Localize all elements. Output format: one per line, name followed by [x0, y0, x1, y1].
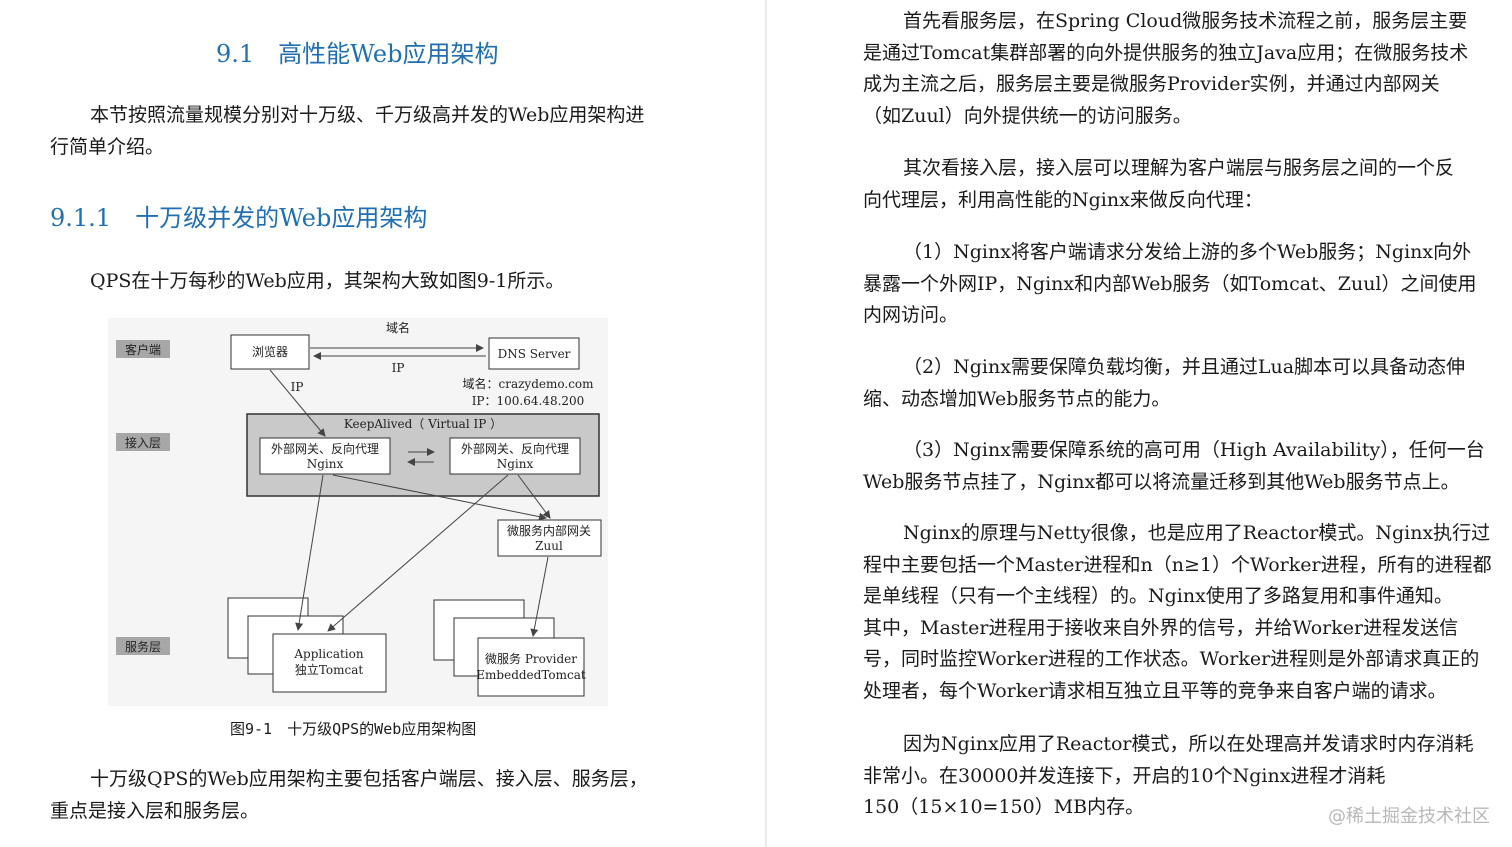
text-line: 其中，Master进程用于接收来自外界的信号，并给Worker进程发送信 [863, 616, 1459, 639]
zuul-to-ms-arrow [530, 556, 549, 637]
summary-paragraph: 十万级QPS的Web应用架构主要包括客户端层、接入层、服务层， 重点是接入层和服… [50, 764, 648, 827]
nginx-right-to-app-arrow [327, 474, 509, 632]
domain-info: 域名：crazydemo.com [462, 376, 594, 391]
left-page: 9.1 高性能Web应用架构 本节按照流量规模分别对十万级、千万级高并发的Web… [50, 40, 648, 827]
paragraph-nginx-principle: Nginx的原理与Netty很像，也是应用了Reactor模式。Nginx执行过… [863, 518, 1492, 707]
dns-server-label: DNS Server [498, 347, 571, 361]
zuul-title: 微服务内部网关 [507, 523, 591, 538]
text-line: 是单线程（只有一个主线程）的。Nginx使用了多路复用和事件通知。 [863, 585, 1453, 607]
nginx-left-title: 外部网关、反向代理 [271, 441, 379, 456]
intro-paragraph: 本节按照流量规模分别对十万级、千万级高并发的Web应用架构进 行简单介绍。 [50, 100, 644, 163]
microservice-box [477, 637, 585, 697]
text-line: Web服务节点挂了，Nginx都可以将流量迁移到其他Web服务节点上。 [863, 470, 1460, 493]
ip-info: IP：100.64.48.200 [472, 394, 585, 408]
text-line: 本节按照流量规模分别对十万级、千万级高并发的Web应用架构进 [90, 104, 645, 126]
nginx-left-to-zuul-arrow [332, 474, 547, 521]
paragraph-point-3: （3）Nginx需要保障系统的高可用（High Availability），任何… [863, 435, 1485, 498]
ms-line1: 微服务 Provider [485, 651, 577, 666]
browser-box [230, 334, 310, 370]
text-line: 内网访问。 [863, 304, 959, 326]
text-line: 非常小。在30000并发连接下，开启的10个Nginx进程才消耗 [863, 764, 1386, 787]
browser-to-nginx-arrow [269, 369, 326, 437]
text-line: 缩、动态增加Web服务节点的能力。 [863, 387, 1171, 410]
dns-server-box [488, 337, 580, 370]
text-line: 向代理层，利用高性能的Nginx来做反向代理： [863, 188, 1263, 211]
nginx-box-right [449, 437, 581, 475]
text-line: （2）Nginx需要保障负载均衡，并且通过Lua脚本可以具备动态伸 [903, 356, 1466, 378]
paragraph-access-layer: 其次看接入层，接入层可以理解为客户端层与服务层之间的一个反 向代理层，利用高性能… [863, 153, 1454, 216]
browser-label: 浏览器 [252, 344, 288, 359]
app-line2: 独立Tomcat [295, 662, 364, 677]
paragraph-memory: 因为Nginx应用了Reactor模式，所以在处理高并发请求时内存消耗 非常小。… [863, 729, 1474, 824]
subsection-title: 9.1.1 十万级并发的Web应用架构 [50, 204, 428, 232]
text-line: （如Zuul）向外提供统一的访问服务。 [863, 104, 1192, 127]
text-line: 其次看接入层，接入层可以理解为客户端层与服务层之间的一个反 [903, 157, 1455, 179]
layer-tag-service [116, 637, 170, 655]
paragraph-point-2: （2）Nginx需要保障负载均衡，并且通过Lua脚本可以具备动态伸 缩、动态增加… [863, 352, 1465, 415]
zuul-box [497, 519, 602, 557]
paragraph-point-1: （1）Nginx将客户端请求分发给上游的多个Web服务；Nginx向外 暴露一个… [863, 237, 1477, 332]
text-line: 处理者，每个Worker请求相互独立且平等的竞争来自客户端的请求。 [863, 679, 1447, 702]
nginx-to-app-arrow [295, 474, 324, 631]
right-page: 首先看服务层，在Spring Cloud微服务技术流程之前，服务层主要 是通过T… [767, 0, 1512, 847]
paragraph-service-layer: 首先看服务层，在Spring Cloud微服务技术流程之前，服务层主要 是通过T… [863, 6, 1468, 132]
section-title: 9.1 高性能Web应用架构 [216, 40, 499, 68]
text-line: 重点是接入层和服务层。 [50, 799, 260, 822]
nginx-box-left [259, 437, 391, 475]
layer-tag-client [116, 340, 170, 358]
keepalived-label: KeepAlived（ Virtual IP ） [344, 417, 502, 431]
text-line: 号，同时监控Worker进程的工作状态。Worker进程则是外部请求真正的 [863, 648, 1480, 670]
text-line: 程中主要包括一个Master进程和n（n≥1）个Worker进程，所有的进程都 [863, 553, 1492, 576]
application-box [272, 633, 387, 693]
page-divider [765, 0, 767, 847]
nginx-right-to-zuul-arrow [517, 474, 551, 519]
text-line: （3）Nginx需要保障系统的高可用（High Availability），任何… [903, 439, 1485, 461]
text-line: 暴露一个外网IP，Nginx和内部Web服务（如Tomcat、Zuul）之间使用 [863, 272, 1477, 295]
text-line: 首先看服务层，在Spring Cloud微服务技术流程之前，服务层主要 [903, 10, 1468, 32]
zuul-label: Zuul [535, 539, 563, 553]
domain-arrow-label: 域名 [386, 320, 410, 335]
text-line: 十万级QPS的Web应用架构主要包括客户端层、接入层、服务层， [90, 768, 648, 790]
architecture-diagram: 客户端 接入层 服务层 浏览器 DNS Server 域名 IP IP 域名：c… [116, 320, 602, 697]
layer-label-client: 客户端 [125, 342, 161, 357]
text-line: 行简单介绍。 [50, 135, 165, 158]
ip-arrow-label: IP [392, 361, 405, 375]
text-line: 因为Nginx应用了Reactor模式，所以在处理高并发请求时内存消耗 [903, 733, 1474, 755]
text-line: （1）Nginx将客户端请求分发给上游的多个Web服务；Nginx向外 [903, 241, 1472, 263]
ms-line2: EmbeddedTomcat [476, 668, 586, 682]
text-line: 成为主流之后，服务层主要是微服务Provider实例，并通过内部网关 [863, 73, 1440, 95]
ip-label-left: IP [291, 380, 304, 394]
nginx-right-label: Nginx [497, 457, 534, 471]
app-line1: Application [293, 647, 363, 661]
watermark: @稀土掘金技术社区 [1328, 806, 1490, 827]
layer-label-service: 服务层 [125, 639, 161, 654]
nginx-right-title: 外部网关、反向代理 [461, 441, 569, 456]
layer-label-access: 接入层 [125, 435, 161, 450]
text-line: 150（15×10=150）MB内存。 [863, 796, 1145, 818]
nginx-left-label: Nginx [307, 457, 344, 471]
text-line: 是通过Tomcat集群部署的向外提供服务的独立Java应用；在微服务技术 [863, 41, 1469, 64]
layer-tag-access [116, 433, 170, 451]
text-line: Nginx的原理与Netty很像，也是应用了Reactor模式。Nginx执行过 [903, 522, 1491, 544]
qps-paragraph: QPS在十万每秒的Web应用，其架构大致如图9-1所示。 [90, 270, 565, 292]
figure-caption: 图9-1 十万级QPS的Web应用架构图 [230, 720, 477, 738]
architecture-figure: 客户端 接入层 服务层 浏览器 DNS Server 域名 IP IP 域名：c… [108, 318, 608, 706]
